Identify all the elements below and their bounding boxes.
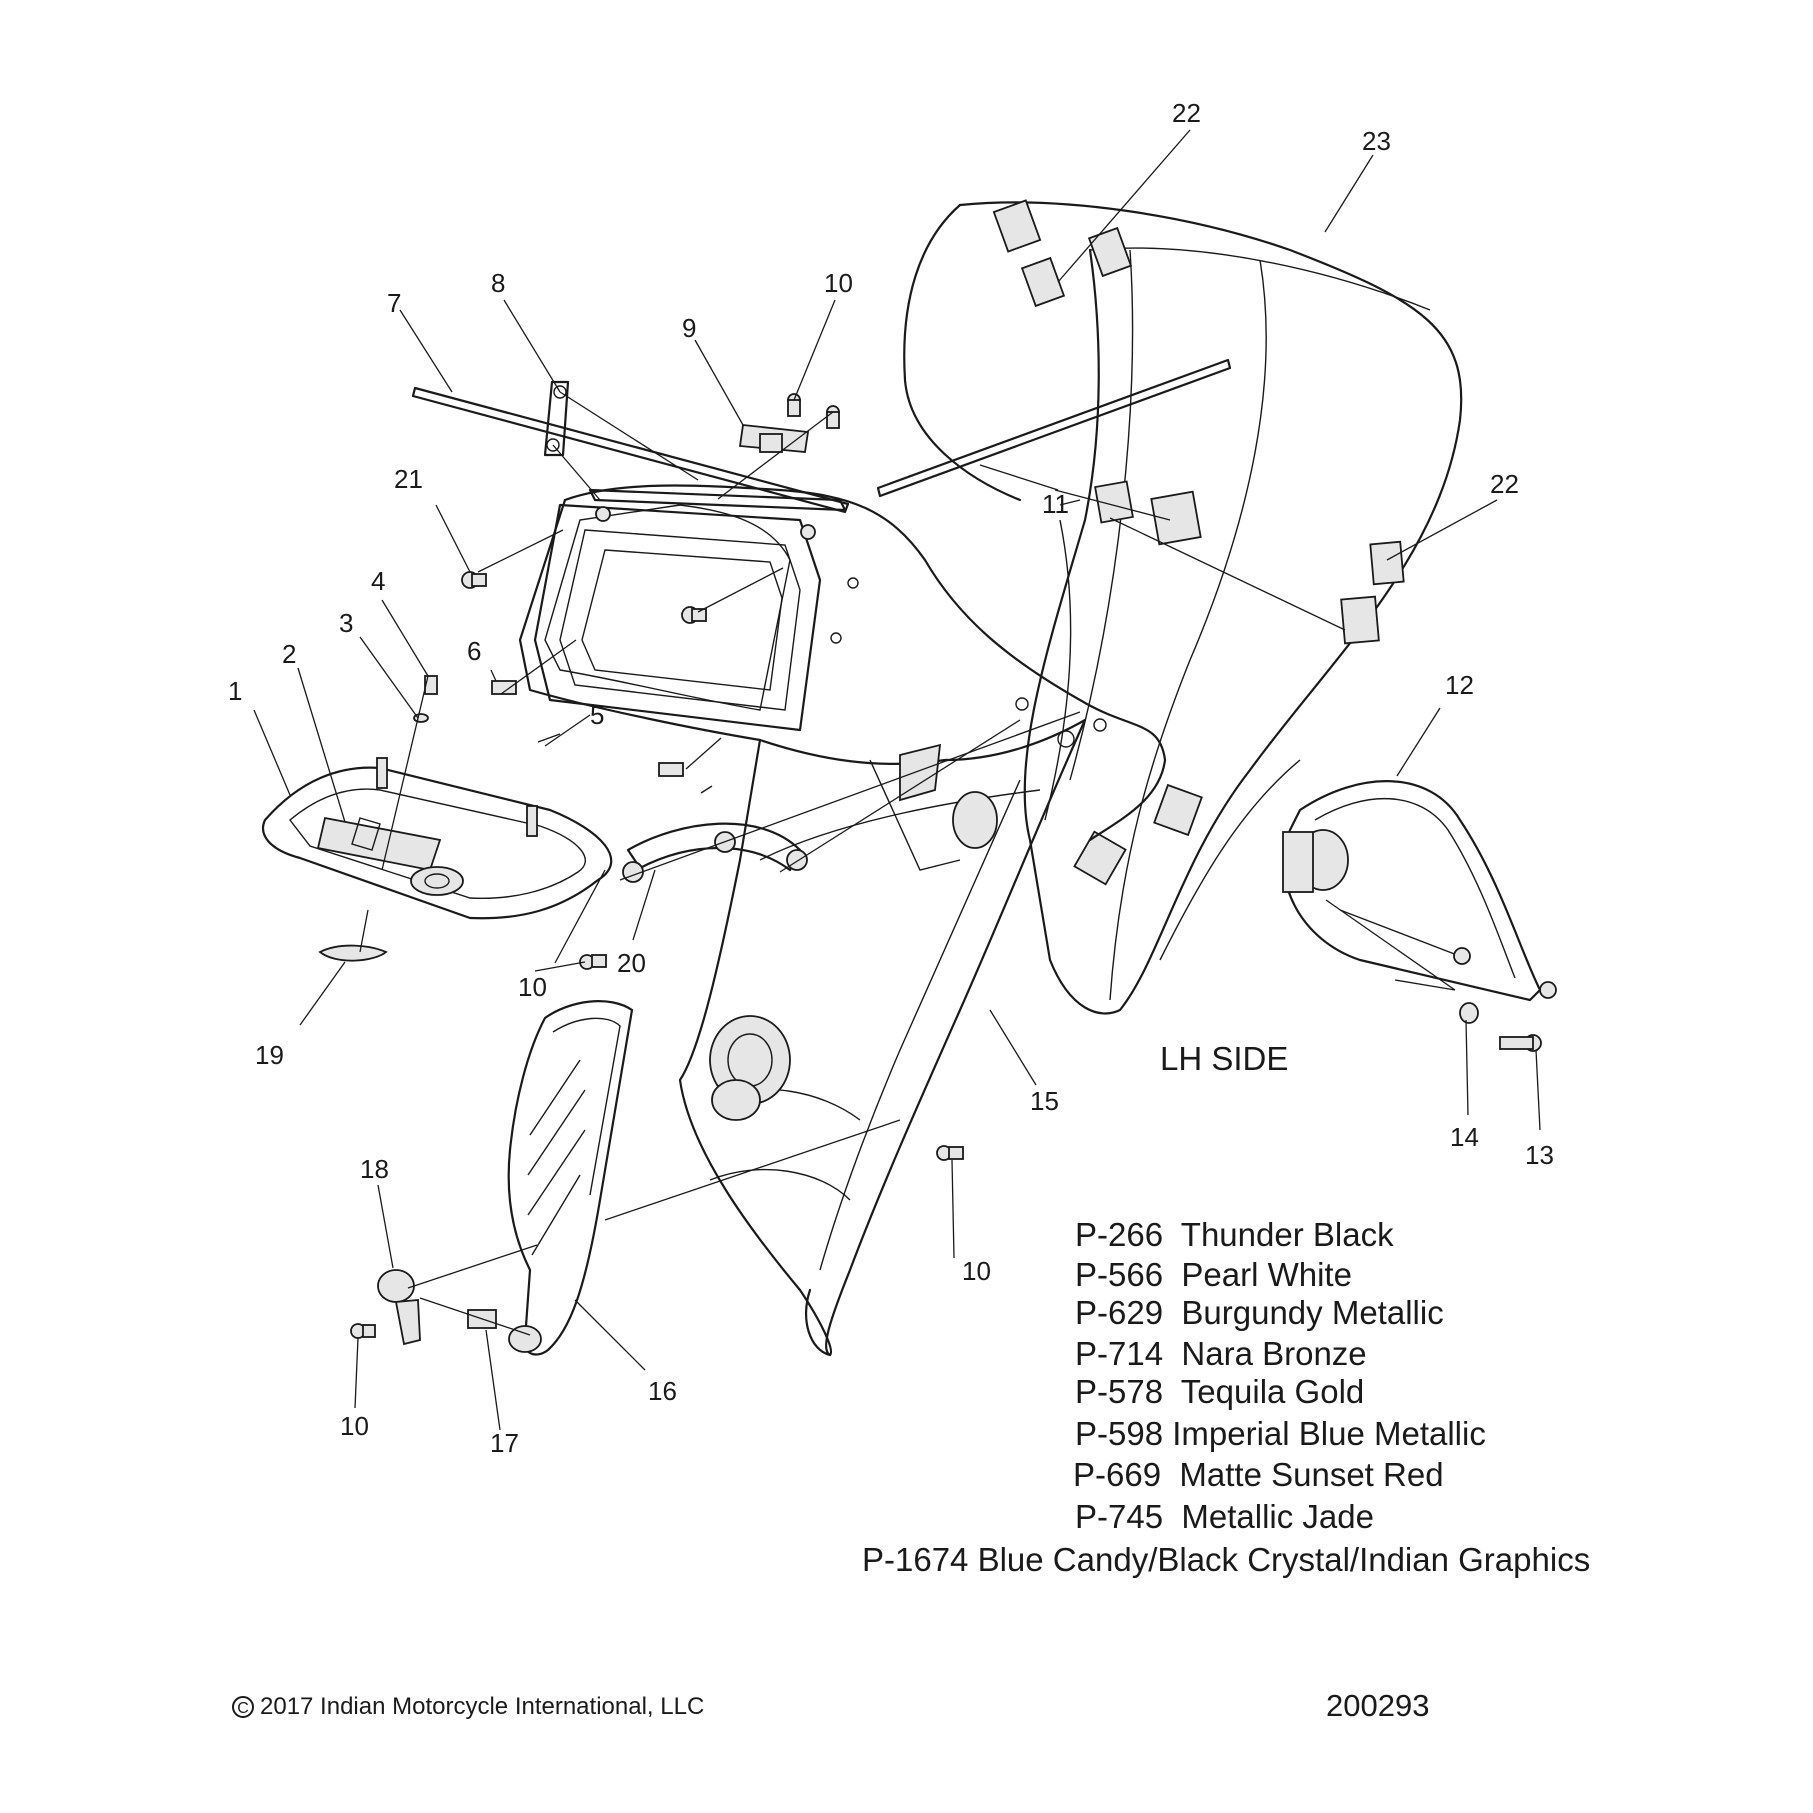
callout-6: 6	[467, 636, 481, 666]
callout-22b: 22	[1490, 469, 1519, 499]
parts-5-6-pins	[491, 680, 713, 794]
part-22-clips	[992, 199, 1405, 886]
color-option: P-745 Metallic Jade	[1075, 1498, 1374, 1535]
callout-2: 2	[282, 639, 296, 669]
color-option: P-566 Pearl White	[1075, 1256, 1352, 1293]
callout-15: 15	[1030, 1086, 1059, 1116]
callout-7: 7	[387, 288, 401, 318]
drawing-number: 200293	[1326, 1688, 1430, 1723]
color-option: P-714 Nara Bronze	[1075, 1335, 1367, 1372]
callout-16: 16	[648, 1376, 677, 1406]
part-11-seal-strip	[876, 358, 1232, 498]
callout-11: 11	[1042, 489, 1069, 519]
part-15-inner-fairing	[518, 484, 1167, 1357]
callout-13: 13	[1525, 1140, 1554, 1170]
callout-5: 5	[590, 700, 604, 730]
callout-22a: 22	[1172, 98, 1201, 128]
callout-23: 23	[1362, 126, 1391, 156]
callout-10d: 10	[340, 1411, 369, 1441]
color-option: P-629 Burgundy Metallic	[1075, 1294, 1444, 1331]
leader-lines	[253, 129, 1541, 1431]
callout-1: 1	[228, 676, 242, 706]
screw-fastener	[936, 1145, 964, 1161]
callout-10b: 10	[518, 972, 547, 1002]
callout-20: 20	[617, 948, 646, 978]
callout-10c: 10	[962, 1256, 991, 1286]
copyright-notice: C 2017 Indian Motorcycle International, …	[232, 1693, 704, 1721]
callout-labels: 22 23 8 10 7 9 11 22 21 4 3 2 6 5 1 12 1…	[228, 98, 1554, 1458]
part-12-side-panel	[1282, 780, 1557, 1052]
callout-9: 9	[682, 313, 696, 343]
part-9-mount-bracket	[738, 393, 840, 453]
side-label: LH SIDE	[1160, 1040, 1289, 1077]
callout-4: 4	[371, 566, 385, 596]
callout-21: 21	[394, 464, 423, 494]
part-1-storage-lid	[262, 675, 613, 962]
callout-19: 19	[255, 1040, 284, 1070]
callout-17: 17	[490, 1428, 519, 1458]
color-option: P-266 Thunder Black	[1075, 1216, 1394, 1253]
part-16-lower-panel	[350, 1000, 634, 1356]
callout-12: 12	[1445, 670, 1474, 700]
color-option: P-1674 Blue Candy/Black Crystal/Indian G…	[862, 1541, 1591, 1578]
callout-10a: 10	[824, 268, 853, 298]
callout-14: 14	[1450, 1122, 1479, 1152]
color-option: P-598 Imperial Blue Metallic	[1075, 1415, 1486, 1452]
callout-3: 3	[339, 608, 353, 638]
part-7-trim-strip	[411, 386, 850, 514]
copyright-icon: C	[232, 1696, 254, 1718]
callout-18: 18	[360, 1154, 389, 1184]
callout-8: 8	[491, 268, 505, 298]
color-option: P-578 Tequila Gold	[1075, 1373, 1365, 1410]
color-option: P-669 Matte Sunset Red	[1073, 1456, 1444, 1493]
copyright-text: 2017 Indian Motorcycle International, LL…	[260, 1693, 705, 1720]
part-8-bracket	[543, 380, 570, 457]
